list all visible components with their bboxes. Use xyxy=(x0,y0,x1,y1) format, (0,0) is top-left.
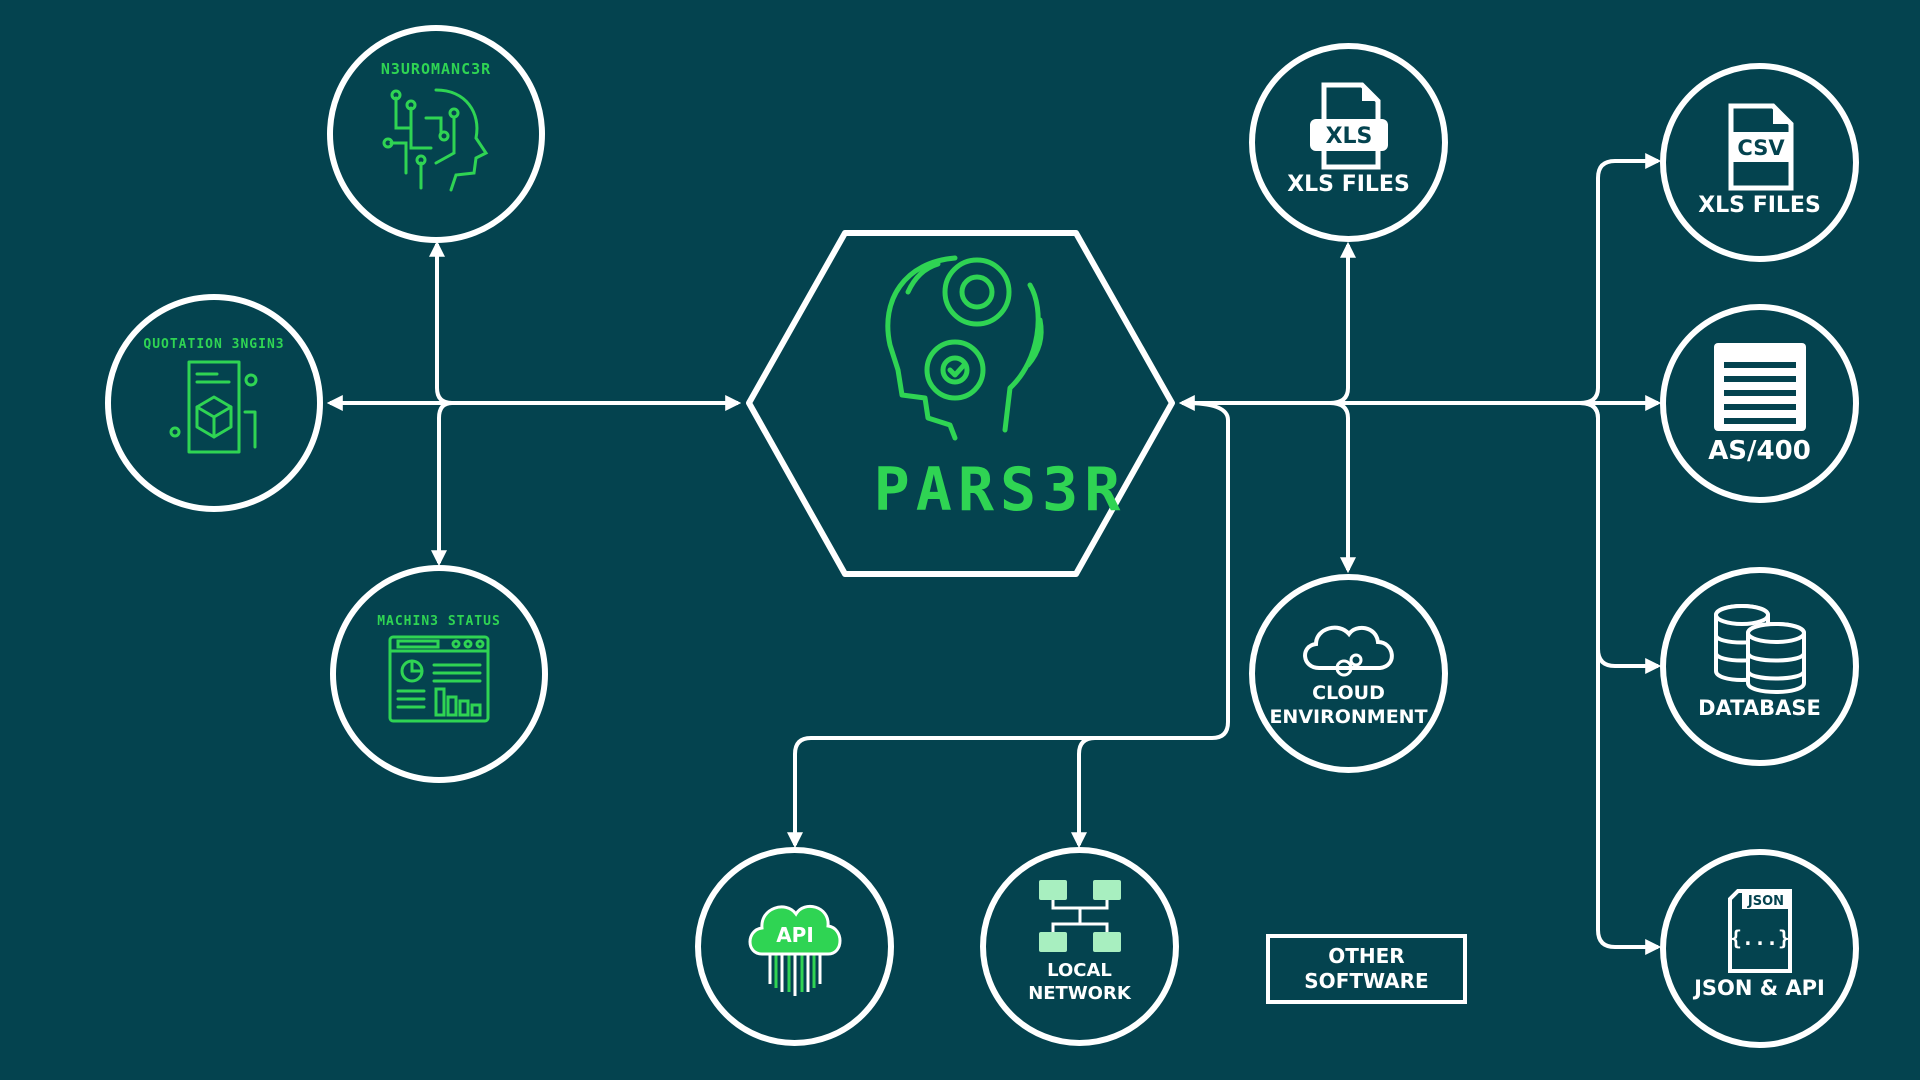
neuromancer-label: N3UROMANC3R xyxy=(380,60,492,78)
local-line2: NETWORK xyxy=(1028,982,1131,1004)
as400-label: AS/400 xyxy=(1708,436,1811,467)
node-machine-status[interactable]: MACHIN3 STATUS xyxy=(330,565,548,783)
link-to-xls-top xyxy=(1329,241,1356,405)
link-to-machine-status xyxy=(431,401,453,567)
database-label: DATABASE xyxy=(1698,696,1821,721)
node-local-network[interactable]: LOCAL NETWORK xyxy=(980,847,1179,1046)
dashboard-chart-icon xyxy=(388,635,490,722)
csv-file-icon: CSV xyxy=(1728,103,1793,191)
document-cube-icon xyxy=(169,360,258,453)
cloud-line2: ENVIRONMENT xyxy=(1269,705,1428,728)
link-to-bottom xyxy=(787,401,1230,849)
node-as400[interactable]: AS/400 xyxy=(1660,304,1859,503)
json-icon-body: {...} xyxy=(1729,926,1789,950)
document-lines-icon xyxy=(1713,343,1806,432)
api-cloud-icon: API xyxy=(748,904,841,996)
cloud-gears-icon xyxy=(1302,625,1394,677)
link-to-cloud xyxy=(1329,401,1356,574)
cloud-line1: CLOUD xyxy=(1312,681,1385,704)
network-computers-icon xyxy=(1038,880,1121,952)
node-neuromancer[interactable]: N3UROMANC3R xyxy=(327,25,545,243)
node-cloud-environment[interactable]: CLOUD ENVIRONMENT xyxy=(1249,574,1448,773)
xls-top-label: XLS FILES xyxy=(1287,171,1410,197)
local-line1: LOCAL xyxy=(1047,960,1112,981)
link-to-local-network xyxy=(1071,736,1096,849)
center-hexagon xyxy=(746,230,1175,577)
json-label: JSON & API xyxy=(1694,976,1825,1001)
api-icon-text: API xyxy=(776,923,814,947)
json-icon-text: JSON xyxy=(1746,894,1783,909)
machine-status-label: MACHIN3 STATUS xyxy=(377,613,501,629)
node-csv-files[interactable]: CSV XLS FILES xyxy=(1660,63,1859,262)
link-to-database xyxy=(1579,401,1662,674)
link-to-json xyxy=(1579,401,1662,955)
ai-head-circuit-icon xyxy=(382,88,489,192)
xls-file-icon: XLS xyxy=(1309,82,1388,170)
node-xls-files-top[interactable]: XLS XLS FILES xyxy=(1249,43,1448,242)
quotation-label: QUOTATION 3NGIN3 xyxy=(143,336,285,352)
node-api[interactable]: API xyxy=(695,847,894,1046)
node-database[interactable]: DATABASE xyxy=(1660,567,1859,766)
head-gears-icon xyxy=(885,255,1044,441)
center-title: PARS3R xyxy=(873,455,1127,525)
database-icon xyxy=(1713,604,1806,695)
node-quotation-engine[interactable]: QUOTATION 3NGIN3 xyxy=(105,294,323,512)
link-to-neuromancer xyxy=(429,240,453,405)
xls-icon-text: XLS xyxy=(1325,124,1372,149)
json-file-icon: JSON {...} xyxy=(1727,889,1792,974)
other-software-line2: SOFTWARE xyxy=(1304,969,1429,993)
csv-icon-text: CSV xyxy=(1737,136,1785,160)
other-software-line1: OTHER xyxy=(1328,944,1405,968)
node-json-api[interactable]: JSON {...} JSON & API xyxy=(1660,849,1859,1048)
csv-label: XLS FILES xyxy=(1698,192,1821,218)
other-software-box[interactable]: OTHER SOFTWARE xyxy=(1266,934,1467,1004)
link-to-csv xyxy=(1579,153,1662,405)
